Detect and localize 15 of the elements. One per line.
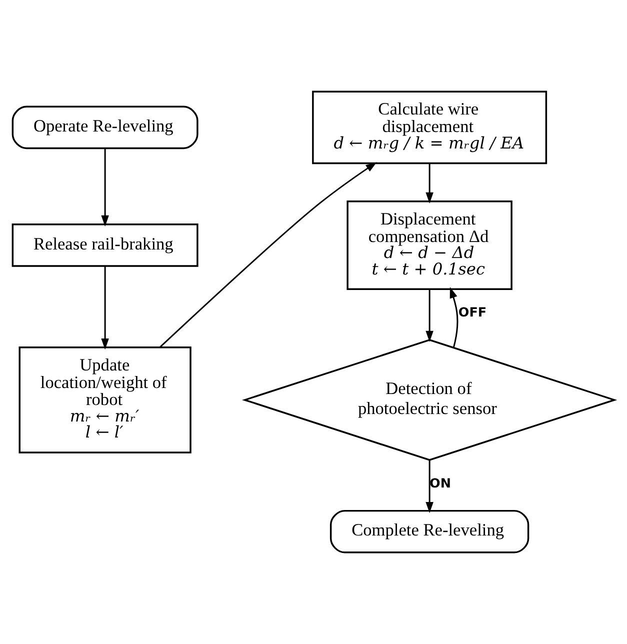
edge-label: OFF	[458, 304, 487, 320]
arrow	[426, 163, 434, 204]
arrow	[426, 289, 434, 342]
arrow	[101, 148, 109, 226]
node-box: Update location/weight of robot mᵣ ← mᵣ′ l ← l′	[18, 346, 192, 454]
arrow	[450, 286, 458, 348]
node-box: Calculate wire displacement d ← mᵣg / k = mᵣgl / EA	[312, 90, 548, 164]
node-box: Displacement compensation Δd d ← d − Δd t ← t + 0.1sec	[346, 200, 512, 290]
arrow	[426, 460, 434, 514]
arrow	[101, 266, 109, 350]
node-box: Complete Re-leveling	[330, 510, 530, 554]
node-diamond: Detection of photoelectric sensor	[242, 339, 618, 461]
arrow	[160, 162, 377, 348]
node-box: Operate Re-leveling	[12, 106, 198, 150]
node-box: Release rail-braking	[12, 224, 198, 267]
